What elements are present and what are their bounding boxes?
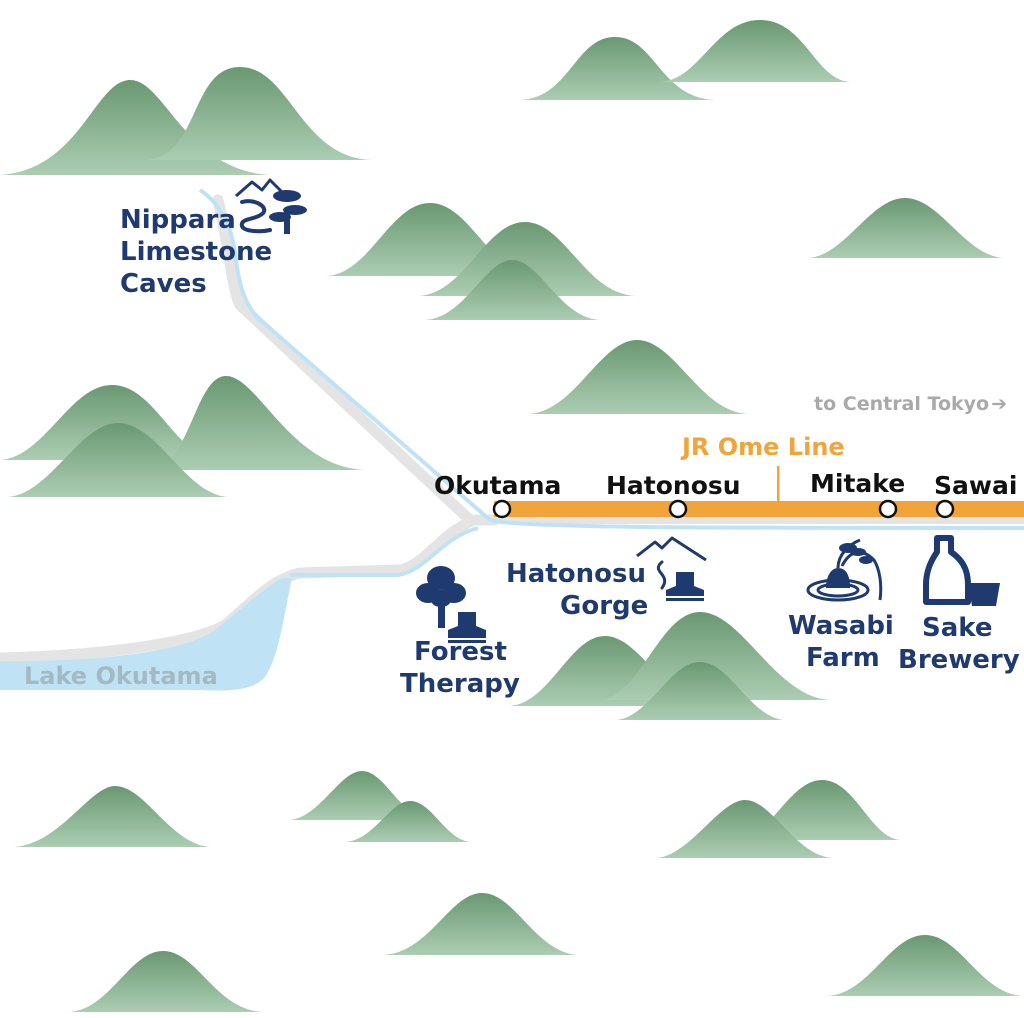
lake-okutama — [0, 578, 292, 691]
mountain — [528, 340, 748, 414]
gorge-label-1: Hatonosu — [506, 559, 646, 589]
lake-label: Lake Okutama — [24, 662, 218, 690]
station-dot-hatonosu[interactable] — [668, 499, 688, 519]
attraction-sake[interactable]: Sake Brewery — [898, 535, 1020, 675]
river-lake-branch — [290, 526, 479, 577]
river — [198, 188, 1024, 530]
mountain — [8, 423, 228, 497]
forest-label-2: Therapy — [400, 669, 520, 699]
mountain — [616, 662, 784, 720]
arrow-right-icon: ➔ — [991, 393, 1007, 415]
sake-label-2: Brewery — [898, 645, 1020, 675]
wasabi-label-2: Farm — [806, 643, 880, 673]
attraction-caves[interactable]: Nippara Limestone Caves — [120, 178, 307, 299]
station-dot-mitake[interactable] — [878, 499, 898, 519]
attraction-forest[interactable]: Forest Therapy — [400, 566, 520, 699]
mountain — [346, 801, 470, 842]
tree-boot-icon — [416, 566, 486, 643]
station-label-sawai[interactable]: Sawai — [934, 471, 1017, 500]
wasabi-label-1: Wasabi — [788, 611, 894, 641]
direction-text: to Central Tokyo — [814, 393, 989, 415]
attraction-wasabi[interactable]: Wasabi Farm — [788, 538, 894, 673]
direction-label: to Central Tokyo➔ — [814, 393, 1007, 415]
mountain — [0, 385, 218, 460]
station-label-hatonosu[interactable]: Hatonosu — [606, 471, 741, 500]
caves-label-2: Limestone — [120, 237, 272, 267]
line-label-tick — [777, 466, 780, 502]
mountain — [660, 20, 850, 82]
mountain — [520, 37, 715, 100]
station-label-okutama[interactable]: Okutama — [434, 471, 561, 500]
station-dot-sawai[interactable] — [935, 499, 955, 519]
sake-bottle-icon — [923, 535, 1000, 606]
line-name-label: JR Ome Line — [680, 433, 845, 461]
mountain-tree-icon — [235, 178, 307, 234]
mountain — [600, 612, 830, 700]
station-dot-okutama[interactable] — [492, 499, 512, 519]
attraction-gorge[interactable]: Hatonosu Gorge — [506, 536, 707, 621]
mountain — [418, 222, 636, 296]
gorge-boot-icon — [636, 536, 707, 601]
caves-label-3: Caves — [120, 269, 207, 299]
mountain — [384, 893, 578, 955]
gorge-label-2: Gorge — [560, 591, 648, 621]
mountain — [657, 800, 832, 858]
mountain — [70, 951, 262, 1012]
caves-label-1: Nippara — [120, 205, 236, 235]
jr-ome-line — [492, 466, 1024, 519]
station-label-mitake[interactable]: Mitake — [810, 469, 905, 498]
sake-label-1: Sake — [922, 613, 993, 643]
mountain — [150, 376, 365, 470]
mountain — [145, 67, 372, 160]
wasabi-icon — [806, 538, 883, 602]
mountain — [808, 198, 1004, 258]
mountain — [425, 260, 600, 320]
mountain — [828, 935, 1022, 996]
forest-label-1: Forest — [414, 637, 507, 667]
mountains — [0, 20, 1022, 1012]
water — [0, 188, 1024, 691]
mountain — [14, 786, 210, 847]
